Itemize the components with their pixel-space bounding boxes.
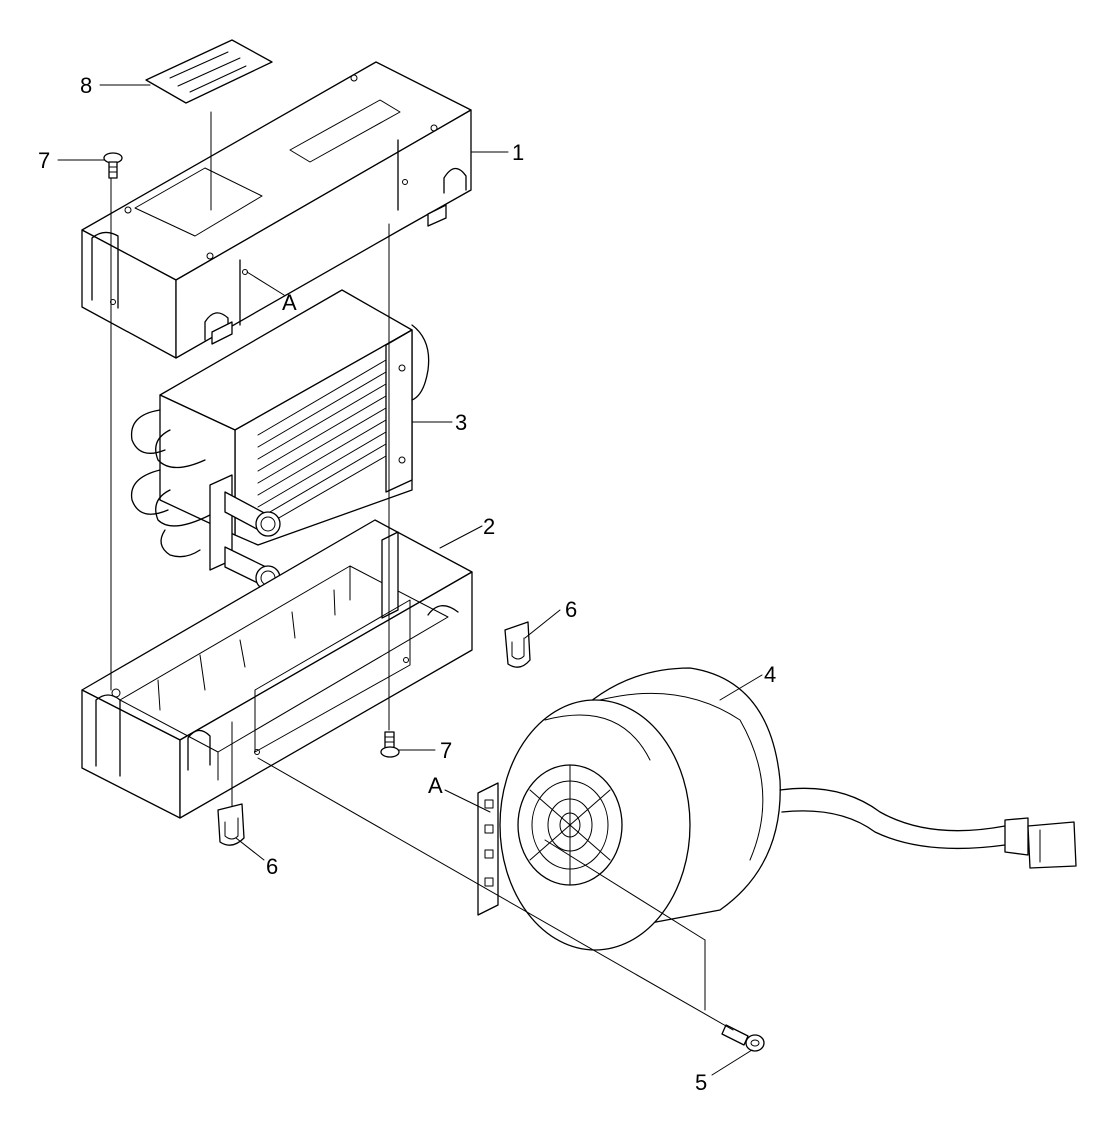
callout-part-3: 3: [455, 410, 467, 435]
callout-part-7-lower: 7: [440, 738, 452, 763]
blower-motor-part: [477, 667, 1077, 951]
screw-upper-left: [103, 152, 123, 179]
callout-part-6-lower: 6: [266, 854, 278, 879]
callout-part-6-upper: 6: [565, 597, 577, 622]
screw-lower-center: [380, 731, 400, 758]
callout-part-2: 2: [483, 514, 495, 539]
callout-part-1: 1: [512, 140, 524, 165]
callout-ref-a-upper: A: [282, 290, 297, 315]
label-plate-part: [145, 39, 273, 104]
lower-case-part: [81, 519, 473, 819]
heater-core-part: [130, 289, 430, 591]
callout-part-5: 5: [695, 1070, 707, 1095]
callout-part-8: 8: [80, 73, 92, 98]
clip-upper-part: [504, 621, 531, 668]
clip-lower-part: [217, 803, 245, 846]
callout-part-7-upper: 7: [38, 148, 50, 173]
callout-part-4: 4: [764, 662, 776, 687]
callout-ref-a-lower: A: [428, 773, 443, 798]
top-cover-part: [81, 61, 472, 359]
screw-motor-part: [721, 1024, 765, 1052]
motor-screw-guide-line: [544, 839, 706, 941]
motor-mount-assembly-line: [257, 757, 734, 1031]
callout-leaders: [57, 84, 763, 1076]
